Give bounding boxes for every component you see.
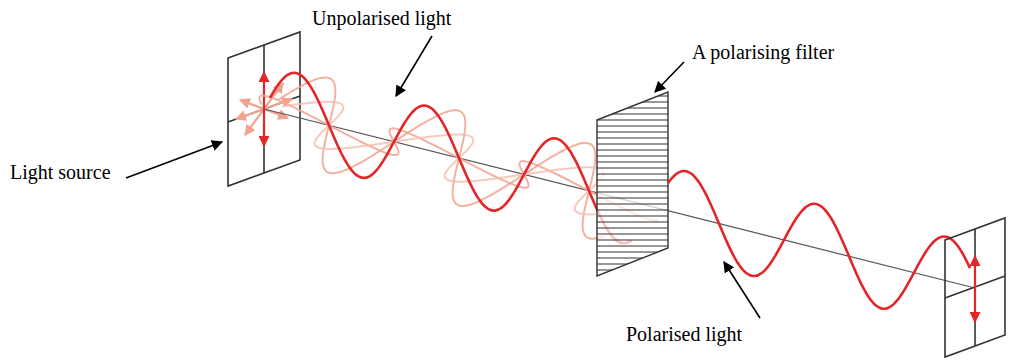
- grating-line: [597, 246, 668, 247]
- frame-outline: [945, 218, 1005, 357]
- grating-line: [597, 264, 668, 265]
- vibration-arrow: [974, 256, 976, 322]
- grating-line: [597, 114, 668, 115]
- grating-line: [597, 126, 668, 127]
- filter-face: [597, 92, 668, 276]
- grating-line: [597, 132, 668, 133]
- grating-line: [597, 156, 668, 157]
- grating-line: [597, 162, 668, 163]
- grating-line: [597, 186, 668, 187]
- grating-line: [597, 216, 668, 217]
- light-wave: [270, 73, 632, 243]
- polarised-wave: [668, 171, 970, 309]
- grating-line: [597, 102, 668, 103]
- label-text: A polarising filter: [692, 40, 834, 64]
- grating-line: [597, 180, 668, 181]
- grating-line: [597, 240, 668, 241]
- polarising-filter: [597, 90, 668, 276]
- light-wave: [282, 102, 603, 215]
- filter-grating: [597, 90, 668, 276]
- label-text: Polarised light: [626, 322, 742, 346]
- grating-line: [597, 222, 668, 223]
- grating-line: [597, 198, 668, 199]
- light-wave: [668, 171, 970, 309]
- grating-line: [597, 210, 668, 211]
- grating-line: [597, 234, 668, 235]
- label-text: Unpolarised light: [312, 6, 451, 30]
- grating-line: [597, 150, 668, 151]
- grating-line: [597, 276, 668, 277]
- grating-line: [597, 192, 668, 193]
- grating-line: [597, 168, 668, 169]
- grating-line: [597, 138, 668, 139]
- grating-line: [597, 174, 668, 175]
- filter-outline: [597, 92, 668, 276]
- grating-line: [597, 228, 668, 229]
- leader-arrow: [396, 36, 432, 96]
- grating-line: [597, 258, 668, 259]
- screen-frame: [945, 218, 1005, 357]
- light-wave: [279, 77, 604, 238]
- grating-line: [597, 204, 668, 205]
- label-text: Light source: [10, 160, 111, 184]
- grating-line: [597, 270, 668, 271]
- grating-line: [597, 108, 668, 109]
- grating-line: [597, 120, 668, 121]
- frame-cross: [974, 229, 976, 346]
- leader-arrow: [724, 262, 760, 318]
- leader-arrow: [126, 142, 222, 178]
- grating-line: [597, 144, 668, 145]
- leader-arrows: [126, 36, 760, 318]
- leader-arrow: [655, 62, 684, 92]
